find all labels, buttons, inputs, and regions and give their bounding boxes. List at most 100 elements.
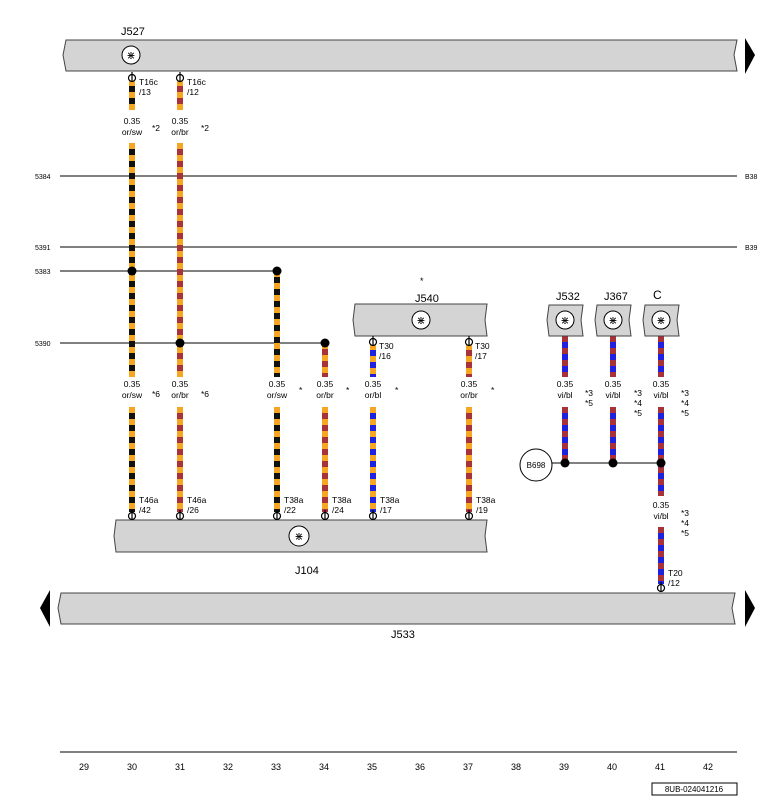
grid-number: 36 [415, 762, 425, 772]
junction-dots [127, 266, 666, 468]
bus-label-b39: B39 [745, 245, 758, 252]
wire-size-label: 0.35 [172, 116, 189, 126]
j533-bar: J533 [40, 590, 755, 641]
j527-label: J527 [121, 26, 145, 38]
labels: T16c/13T16c/12T30/16T30/17T46a/42T46a/26… [122, 77, 689, 588]
wire-footnote: *6 [201, 389, 209, 399]
wire-footnote: *5 [681, 528, 689, 538]
connector-label: T38a [332, 495, 352, 505]
control-unit-icon [555, 310, 575, 330]
wire-footnote: *4 [681, 398, 689, 408]
wire-footnote: *2 [152, 123, 160, 133]
connector-pin-label: /42 [139, 505, 151, 515]
connector-label: T20 [668, 568, 683, 578]
grid-number: 42 [703, 762, 713, 772]
right-arrow-icon [745, 590, 755, 627]
wire-size-label: 0.35 [365, 379, 382, 389]
j540-star: * [420, 276, 424, 286]
c-box: ⋇ C [642, 288, 680, 337]
grid-number: 34 [319, 762, 329, 772]
control-unit-icon [651, 310, 671, 330]
bus-label-5383: 5383 [35, 269, 51, 276]
connector-pin-label: /16 [379, 351, 391, 361]
j367-box: ⋇ J367 [594, 291, 632, 337]
wire-footnote: *3 [634, 388, 642, 398]
connector-label: T46a [139, 495, 159, 505]
bus-label-5391: 5391 [35, 245, 51, 252]
wire-size-label: 0.35 [653, 500, 670, 510]
wire-color-label: or/br [460, 390, 478, 400]
wire-size-label: 0.35 [172, 379, 189, 389]
wire-footnote: *3 [681, 388, 689, 398]
wire-size-label: 0.35 [461, 379, 478, 389]
grid-number: 32 [223, 762, 233, 772]
connector-label: T16c [139, 77, 159, 87]
wires [129, 80, 664, 584]
wire-size-label: 0.35 [124, 116, 141, 126]
grid-number: 35 [367, 762, 377, 772]
connector-pin-label: /17 [380, 505, 392, 515]
wire-footnote: *6 [152, 389, 160, 399]
control-unit-icon [603, 310, 623, 330]
j367-label: J367 [604, 291, 628, 303]
doc-code: 8UB-024041216 [665, 785, 724, 794]
wire-footnote: *3 [585, 388, 593, 398]
grid-number: 33 [271, 762, 281, 772]
wire-footnote: *5 [585, 398, 593, 408]
control-unit-icon [411, 310, 431, 330]
connector-pins [127, 72, 666, 593]
b698-label: B698 [527, 461, 546, 470]
connector-pin-label: /12 [187, 87, 199, 97]
wire-footnote: *3 [681, 508, 689, 518]
connector-label: T38a [380, 495, 400, 505]
control-unit-icon-glyph: ⋇ [416, 315, 425, 327]
wire-color-label: or/sw [122, 127, 143, 137]
control-unit-icon-glyph: ⋇ [294, 531, 303, 543]
grid-number: 40 [607, 762, 617, 772]
wire-footnote: * [346, 385, 350, 395]
connector-pin-label: /12 [668, 578, 680, 588]
connector-label: T30 [379, 341, 394, 351]
grid-number: 38 [511, 762, 521, 772]
connector-label: T30 [475, 341, 490, 351]
wire-color-label: vi/bl [653, 390, 668, 400]
bus-label-5384: 5384 [35, 174, 51, 181]
grid-number: 29 [79, 762, 89, 772]
wire-color-label: or/sw [267, 390, 288, 400]
grid-number: 37 [463, 762, 473, 772]
connector-pin-label: /17 [475, 351, 487, 361]
wire-color-label: or/br [171, 390, 189, 400]
wire-color-label: or/sw [122, 390, 143, 400]
j540-box: ⋇ J540 * [352, 276, 488, 337]
wire-color-label: vi/bl [653, 511, 668, 521]
control-unit-icon-glyph: ⋇ [608, 315, 617, 327]
bus-lines [60, 175, 737, 344]
wire-footnote: *2 [201, 123, 209, 133]
wire-footnote: *4 [681, 518, 689, 528]
wire-footnote: *4 [634, 398, 642, 408]
wire-color-label: or/br [171, 127, 189, 137]
j104-label: J104 [295, 565, 319, 577]
wire-color-label: or/br [316, 390, 334, 400]
connector-label: T16c [187, 77, 207, 87]
right-arrow-icon [745, 38, 755, 74]
wire-size-label: 0.35 [269, 379, 286, 389]
connector-label: T38a [476, 495, 496, 505]
wire-footnote: * [491, 385, 495, 395]
j540-label: J540 [415, 293, 439, 305]
connector-pin-label: /26 [187, 505, 199, 515]
connector-label: T38a [284, 495, 304, 505]
j104-box: ⋇ J104 [113, 519, 488, 577]
bus-label-5390: 5390 [35, 341, 51, 348]
control-unit-icon-glyph: ⋇ [126, 50, 135, 62]
wire-footnote: *5 [634, 408, 642, 418]
control-unit-icon [121, 45, 141, 65]
connector-pin-label: /19 [476, 505, 488, 515]
connector-pin-label: /13 [139, 87, 151, 97]
c-label: C [653, 288, 662, 302]
connector-label: T46a [187, 495, 207, 505]
control-unit-icon-glyph: ⋇ [560, 315, 569, 327]
j532-label: J532 [556, 291, 580, 303]
